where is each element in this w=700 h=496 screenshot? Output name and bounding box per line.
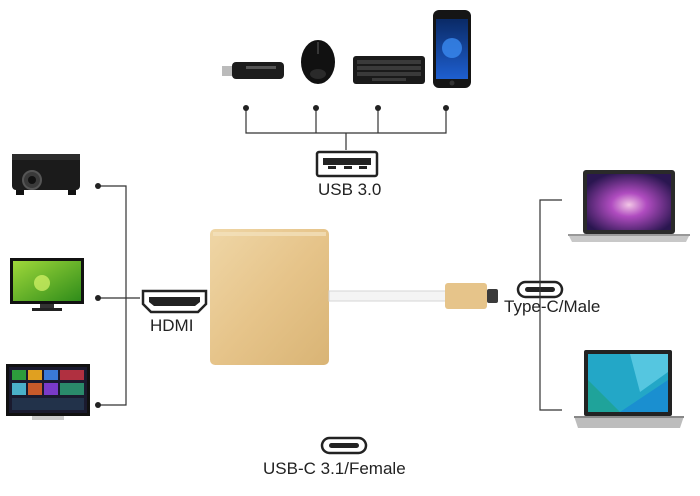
hdmi-port-icon <box>141 289 208 314</box>
usb-a-port-icon <box>315 150 379 178</box>
type-c-connection-lines <box>539 199 562 411</box>
projector-icon <box>12 154 80 195</box>
smart-tv-icon <box>6 364 90 420</box>
keyboard-icon <box>353 56 425 84</box>
hdmi-label: HDMI <box>150 316 194 335</box>
usb-label: USB 3.0 <box>318 180 382 199</box>
usb-flash-drive-icon <box>222 62 284 79</box>
smartphone-icon <box>433 10 471 88</box>
macbook-laptop-icon <box>568 170 690 242</box>
usb-connection-dots <box>243 105 449 111</box>
adapter-cable <box>328 290 450 302</box>
usb-c-female-label: USB-C 3.1/Female <box>263 459 406 478</box>
chromebook-laptop-icon <box>574 350 684 428</box>
hdmi-connection-lines <box>98 185 140 406</box>
hdmi-connection-dots <box>95 183 101 408</box>
type-c-male-plug <box>445 283 498 309</box>
usb-connection-lines <box>245 108 447 150</box>
monitor-icon <box>10 258 84 311</box>
usb-c-adapter-body <box>210 229 329 365</box>
mouse-icon <box>301 40 335 84</box>
usb-c-female-port-icon <box>320 436 368 455</box>
type-c-male-label: Type-C/Male <box>504 297 601 316</box>
